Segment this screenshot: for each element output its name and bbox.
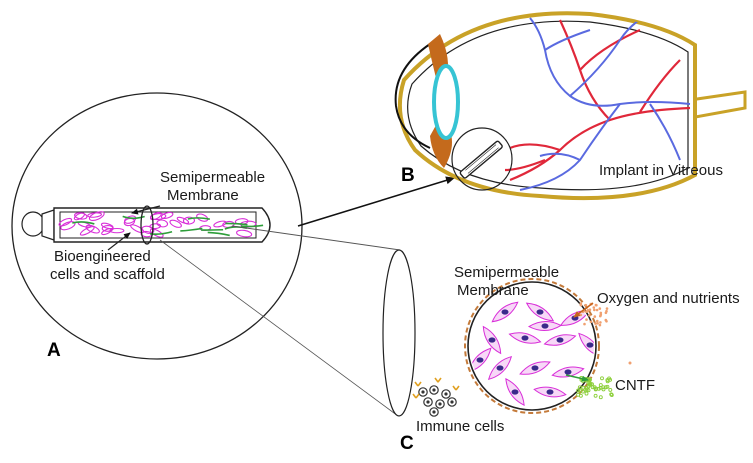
- label-semipermeable-membrane-top: Semipermeable Membrane: [160, 169, 269, 204]
- lens: [434, 66, 458, 138]
- label-immune-cells: Immune cells: [416, 418, 504, 435]
- oxygen-particle: [590, 321, 593, 324]
- oxygen-particle: [599, 307, 602, 310]
- oxygen-particle: [596, 322, 599, 325]
- antibody-y: [415, 382, 421, 386]
- oxygen-particle: [593, 306, 596, 309]
- oxygen-particle: [605, 319, 608, 322]
- immune-cells-cluster: [413, 378, 459, 416]
- immune-cell: [442, 390, 450, 398]
- oxygen-particle: [599, 321, 602, 324]
- label-cntf: CNTF: [615, 377, 655, 394]
- immune-cell: [430, 408, 438, 416]
- oxygen-particle: [588, 314, 591, 317]
- panel-label-a: A: [47, 340, 61, 361]
- immune-cell: [419, 388, 427, 396]
- cntf-particle: [585, 392, 588, 395]
- arrow-a-to-b: [298, 178, 454, 226]
- oxygen-particle: [605, 312, 608, 315]
- label-oxygen-and-nutrients: Oxygen and nutrients: [597, 290, 740, 307]
- oxygen-particle: [583, 323, 586, 326]
- immune-cell: [430, 386, 438, 394]
- oxygen-particle: [580, 314, 583, 317]
- capsule-end-cap: [22, 212, 44, 236]
- implant-capsule-large: [22, 206, 270, 250]
- immune-cell: [448, 398, 456, 406]
- antibody-y: [413, 394, 419, 398]
- cntf-particle: [594, 394, 597, 397]
- label-bioengineered-cells: Bioengineered cells and scaffold: [50, 248, 165, 283]
- label-implant-in-vitreous: Implant in Vitreous: [599, 162, 723, 179]
- cntf-particle: [599, 396, 602, 399]
- antibody-y: [453, 386, 459, 390]
- panel-label-b: B: [401, 165, 415, 186]
- cntf-particles: [577, 377, 614, 399]
- oxygen-particle: [589, 308, 592, 311]
- cone-line-lower: [160, 240, 398, 416]
- oxygen-particle: [585, 304, 588, 307]
- oxygen-particle: [596, 320, 599, 323]
- oxygen-particle: [629, 362, 632, 365]
- panel-label-c: C: [400, 433, 414, 454]
- oxygen-particle: [594, 315, 597, 318]
- immune-cell: [424, 398, 432, 406]
- optic-nerve: [690, 92, 745, 118]
- oxygen-particle: [606, 307, 609, 310]
- oxygen-particle: [600, 313, 603, 316]
- oxygen-particle: [599, 324, 602, 327]
- cntf-particle: [601, 377, 604, 380]
- antibody-y: [435, 378, 441, 382]
- cntf-particle: [577, 393, 580, 396]
- cone-end-ellipse: [383, 250, 415, 416]
- oxygen-particle: [596, 309, 599, 312]
- oxygen-particle: [593, 309, 596, 312]
- oxygen-particle: [585, 318, 588, 321]
- cntf-particle: [609, 388, 612, 391]
- oxygen-particle: [580, 304, 583, 307]
- immune-cell: [436, 400, 444, 408]
- capsule-neck: [42, 210, 54, 240]
